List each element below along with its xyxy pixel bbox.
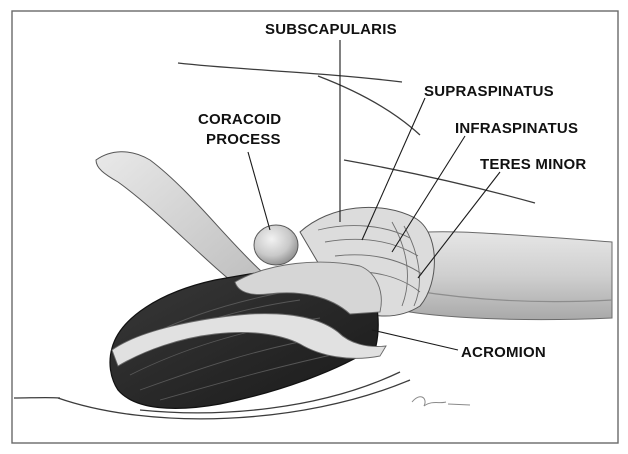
label-supraspinatus: SUPRASPINATUS xyxy=(424,83,554,100)
label-coracoid-line2: PROCESS xyxy=(206,131,281,148)
leader-coracoid xyxy=(248,152,270,230)
label-acromion: ACROMION xyxy=(461,344,546,361)
label-coracoid-line1: CORACOID xyxy=(198,111,281,128)
scapular-spine xyxy=(96,152,262,292)
artist-signature xyxy=(412,397,470,406)
label-subscapularis: SUBSCAPULARIS xyxy=(265,21,397,38)
label-infraspinatus: INFRASPINATUS xyxy=(455,120,578,137)
coracoid-process xyxy=(254,225,298,265)
label-teres-minor: TERES MINOR xyxy=(480,156,586,173)
